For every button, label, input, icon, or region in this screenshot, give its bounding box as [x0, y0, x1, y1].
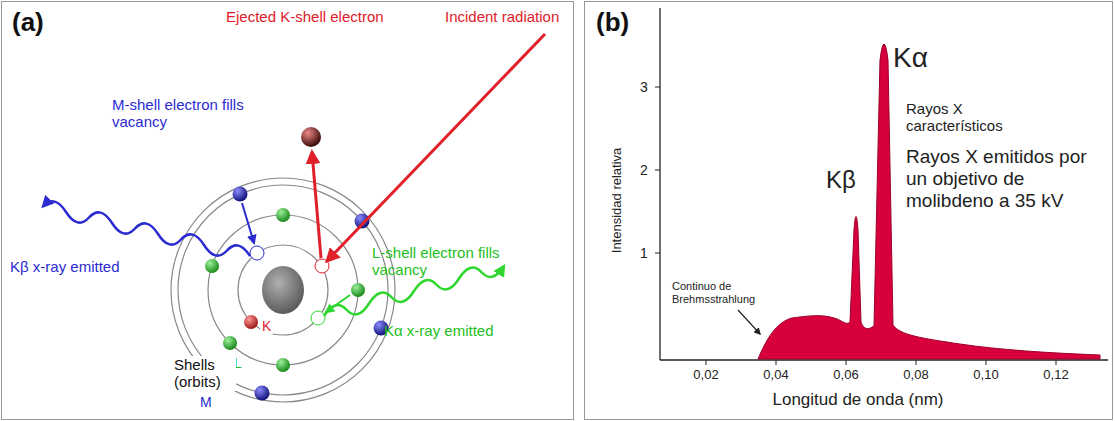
callout-label: Shells (orbits)	[172, 356, 236, 391]
callout-label: Kβ x-ray emitted	[10, 258, 120, 275]
annotation: Rayos X emitidos por un objetivo de moli…	[906, 146, 1111, 212]
axis-tick-label: 0,02	[693, 368, 718, 383]
axis-title: Intensidad relativa	[611, 147, 626, 253]
panel-frame	[585, 2, 1113, 420]
peak-label: Kβ	[826, 166, 856, 194]
axis-title: Longitud de onda (nm)	[772, 390, 943, 410]
panel-letter: (b)	[596, 8, 629, 38]
axis-tick-label: 0,08	[903, 368, 928, 383]
peak-label: Kα	[893, 42, 928, 74]
annotation: Rayos X característicos	[906, 100, 1036, 135]
callout-label: L-shell electron fills vacancy	[372, 244, 502, 279]
shell-name: K	[260, 318, 273, 334]
callout-label: Incident radiation	[445, 8, 559, 25]
axis-tick-label: 2	[640, 162, 648, 178]
axis-tick-label: 0,06	[833, 368, 858, 383]
atom-illustration	[43, 34, 545, 402]
callout-label: Kα x-ray emitted	[384, 322, 494, 339]
callout-label: M-shell electron fills vacancy	[112, 96, 244, 131]
axis-tick-label: 0,10	[973, 368, 998, 383]
panel-letter: (a)	[12, 8, 44, 38]
axis-tick-label: 0,12	[1043, 368, 1068, 383]
axis-tick-label: 0,04	[763, 368, 788, 383]
spectrum-chart	[655, 8, 1108, 365]
callout-label: Ejected K-shell electron	[226, 8, 384, 25]
annotation: Continuo de Brehmsstrahlung	[672, 280, 780, 305]
shell-name: M	[198, 394, 214, 410]
axis-tick-label: 3	[640, 79, 648, 95]
panel-frame	[2, 2, 574, 420]
axis-tick-label: 1	[640, 245, 648, 261]
